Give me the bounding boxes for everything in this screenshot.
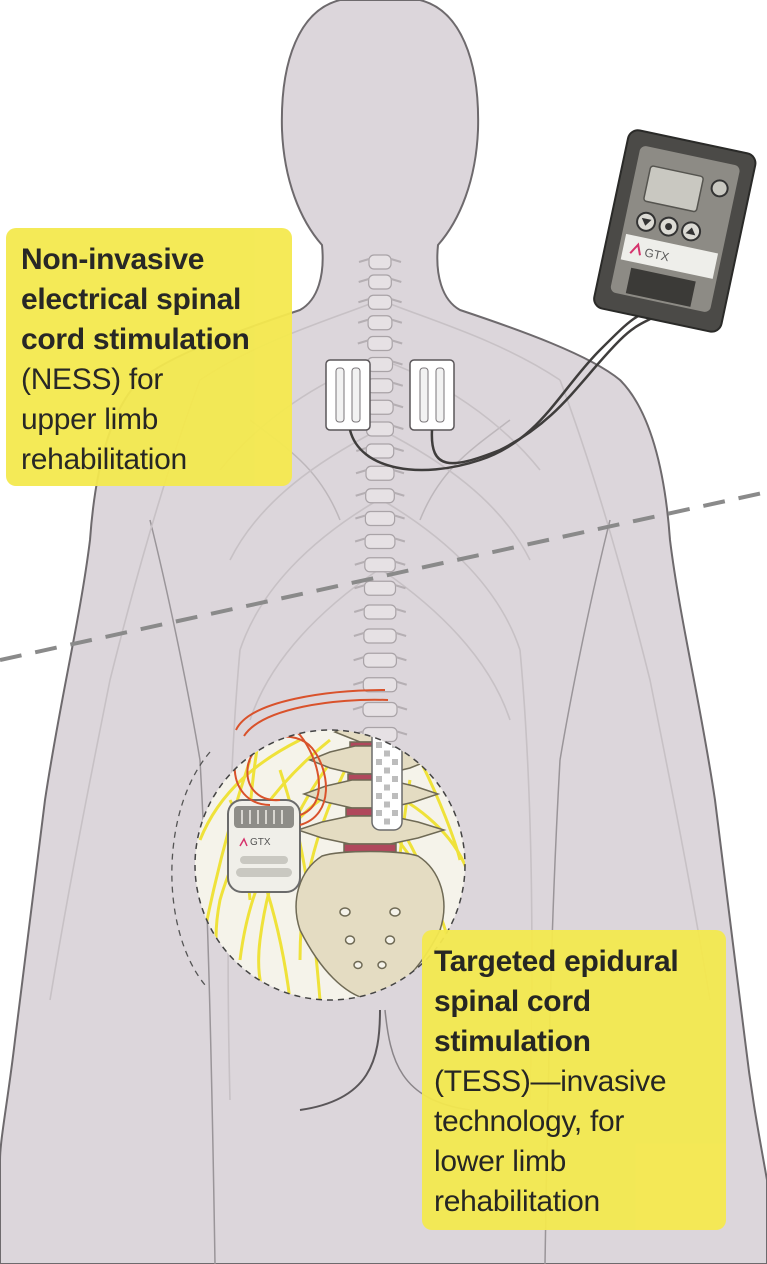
ness-desc-line-2: upper limb	[21, 403, 159, 436]
paddle-contact	[384, 801, 390, 808]
paddle-contact	[384, 767, 390, 774]
tess-title-line-3: stimulation	[434, 1025, 591, 1058]
vertebra	[355, 510, 405, 527]
ness-desc-line-3: rehabilitation	[21, 443, 187, 476]
tess-callout: Targeted epidural spinal cord stimulatio…	[422, 930, 726, 1230]
paddle-contact	[376, 810, 382, 816]
external-stimulator-device: GTX	[593, 129, 757, 333]
vertebra	[354, 580, 406, 596]
tess-desc-line-3: lower limb	[434, 1145, 567, 1178]
vertebra	[358, 254, 402, 270]
vertebra	[358, 294, 402, 310]
vertebra	[357, 335, 403, 352]
paddle-contact	[384, 750, 390, 757]
paddle-contact	[376, 793, 382, 799]
tess-desc-line-1: (TESS)—invasive	[434, 1065, 667, 1098]
spinal-column	[352, 254, 408, 743]
paddle-contact	[392, 776, 398, 782]
surface-electrode-left	[325, 359, 371, 431]
center-dot-icon	[665, 223, 673, 231]
paddle-contact	[384, 818, 390, 825]
paddle-contact	[376, 742, 382, 748]
ness-title-line-2: electrical spinal	[21, 283, 242, 316]
ness-desc-line-1: (NESS) for	[21, 363, 164, 396]
vertebra	[353, 652, 407, 668]
vertebra	[353, 604, 407, 620]
vertebra	[355, 465, 405, 481]
vertebra	[353, 628, 407, 644]
paddle-contact	[376, 759, 382, 765]
implant-brand-label: GTX	[250, 837, 271, 848]
tess-title-line-2: spinal cord	[434, 985, 591, 1018]
ness-title-line-3: cord stimulation	[21, 323, 250, 356]
vertebra	[357, 315, 403, 331]
ness-callout: Non-invasive electrical spinal cord stim…	[6, 228, 292, 486]
vertebra	[354, 557, 406, 573]
ness-title-line-1: Non-invasive	[21, 243, 205, 276]
paddle-contact	[384, 784, 390, 791]
paddle-contact	[392, 810, 398, 816]
surface-electrode-right	[409, 359, 455, 431]
power-button-icon	[710, 179, 729, 198]
vertebra	[358, 274, 402, 290]
vertebra	[353, 677, 407, 693]
tess-desc-line-2: technology, for	[434, 1105, 625, 1138]
tess-title-line-1: Targeted epidural	[434, 945, 679, 978]
tess-desc-line-4: rehabilitation	[434, 1185, 600, 1218]
paddle-contact	[392, 759, 398, 765]
stimulator-wires	[348, 313, 653, 472]
device-brand-label: GTX	[643, 245, 670, 264]
vertebra	[352, 701, 408, 718]
paddle-contact	[392, 793, 398, 799]
vertebra	[354, 533, 406, 550]
up-triangle-icon	[685, 227, 696, 236]
implanted-pulse-generator: GTX	[227, 799, 301, 893]
vertebra	[355, 488, 405, 504]
down-triangle-icon	[641, 217, 652, 226]
paddle-contact	[376, 776, 382, 782]
section-divider	[0, 490, 767, 662]
